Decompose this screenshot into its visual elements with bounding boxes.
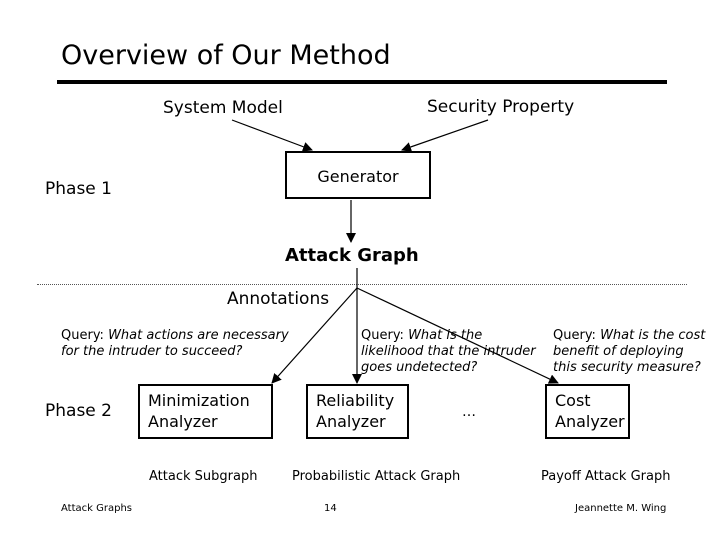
cost-analyzer-label: Cost Analyzer (555, 391, 625, 431)
phase-separator (37, 284, 687, 285)
probabilistic-attack-graph-label: Probabilistic Attack Graph (292, 469, 461, 484)
minimization-analyzer-label: Minimization Analyzer (148, 391, 250, 431)
security-property-label: Security Property (427, 97, 575, 117)
arrow-security-property-to-generator (401, 119, 489, 152)
generator-box: Generator (285, 151, 431, 199)
footer-right: Jeannette M. Wing (575, 503, 667, 514)
phase-1-label: Phase 1 (45, 179, 112, 199)
cost-analyzer-box: Cost Analyzer (545, 384, 630, 439)
footer-left: Attack Graphs (61, 503, 132, 514)
query-minimization: Query: What actions are necessary for th… (61, 328, 289, 359)
generator-label: Generator (317, 167, 399, 186)
reliability-analyzer-label: Reliability Analyzer (316, 391, 395, 431)
query-reliability: Query: What is the likelihood that the i… (361, 328, 536, 375)
phase-2-label: Phase 2 (45, 401, 112, 421)
arrow-system-model-to-generator (231, 119, 313, 152)
query-cost: Query: What is the cost benefit of deplo… (553, 328, 706, 375)
arrow-to-cost-analyzer (356, 287, 559, 384)
title-underline (57, 80, 667, 84)
reliability-analyzer-box: Reliability Analyzer (306, 384, 409, 439)
page-number: 14 (324, 503, 337, 514)
attack-subgraph-label: Attack Subgraph (149, 469, 258, 484)
system-model-label: System Model (163, 98, 283, 118)
minimization-analyzer-box: Minimization Analyzer (138, 384, 273, 439)
arrow-to-minimization-analyzer (271, 287, 358, 384)
ellipsis-label: … (462, 404, 476, 420)
annotations-label: Annotations (227, 289, 330, 309)
payoff-attack-graph-label: Payoff Attack Graph (541, 469, 671, 484)
slide-title: Overview of Our Method (61, 40, 391, 71)
attack-graph-label: Attack Graph (285, 245, 419, 266)
